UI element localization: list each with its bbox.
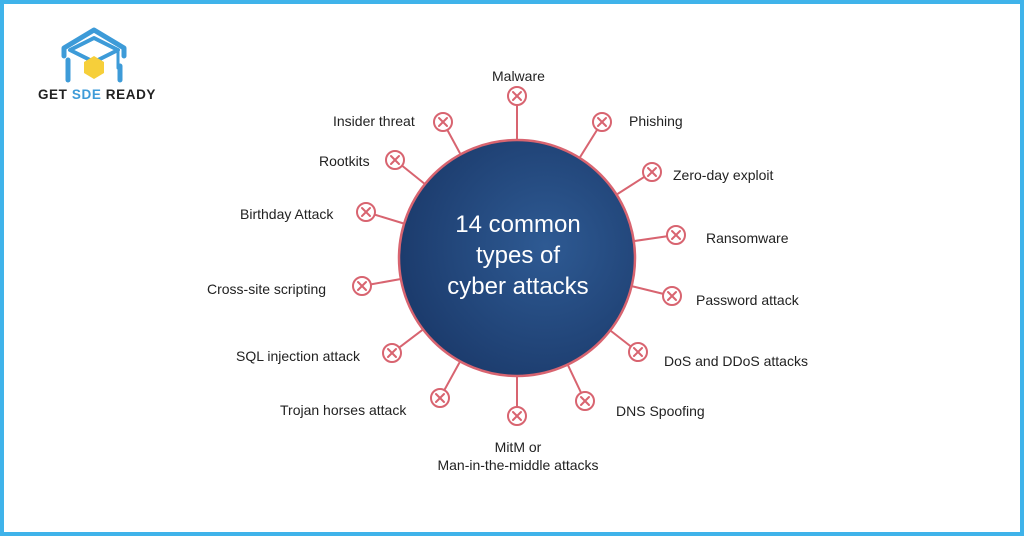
label-password-attack: Password attack <box>696 292 799 308</box>
label-cross-site-scripting: Cross-site scripting <box>207 281 327 297</box>
cross-circle-icon <box>592 112 612 132</box>
cross-circle-icon <box>575 391 595 411</box>
label-sql-injection-attack: SQL injection attack <box>236 348 360 364</box>
label-dos-ddos-attacks: DoS and DDoS attacks <box>664 353 808 369</box>
graduation-cap-house-icon <box>61 27 127 83</box>
nodes <box>352 86 686 426</box>
cross-circle-icon <box>666 225 686 245</box>
cross-circle-icon <box>433 112 453 132</box>
cross-circle-icon <box>356 202 376 222</box>
logo-text: GET SDE READY <box>32 87 162 102</box>
spoke <box>633 235 668 243</box>
cross-circle-icon <box>507 406 527 426</box>
cross-circle-icon <box>507 86 527 106</box>
spoke <box>578 129 599 159</box>
label-dns-spoofing: DNS Spoofing <box>616 403 705 419</box>
label-mitm-attacks: MitM or Man-in-the-middle attacks <box>437 439 599 473</box>
spoke <box>443 360 462 391</box>
spoke <box>398 328 424 349</box>
spoke <box>401 164 426 185</box>
label-phishing: Phishing <box>629 113 683 129</box>
label-malware: Malware <box>492 68 545 84</box>
spokes <box>370 105 668 407</box>
label-rootkits: Rootkits <box>319 153 370 169</box>
spoke <box>615 175 645 196</box>
spoke <box>566 364 583 394</box>
spoke <box>370 277 402 286</box>
spoke <box>609 329 632 348</box>
label-insider-threat: Insider threat <box>333 113 415 129</box>
hub-circle <box>397 138 637 378</box>
hub-title: 14 common types of cyber attacks <box>447 211 589 300</box>
logo-word-sde: SDE <box>71 87 102 102</box>
cross-circle-icon <box>352 276 372 296</box>
label-ransomware: Ransomware <box>706 230 789 246</box>
logo: GET SDE READY <box>32 26 162 106</box>
spoke <box>374 213 405 225</box>
label-zero-day-exploit: Zero-day exploit <box>673 167 774 183</box>
label-trojan-horses-attack: Trojan horses attack <box>280 402 407 418</box>
spoke <box>446 129 462 155</box>
cross-circle-icon <box>430 388 450 408</box>
attack-diagram: 14 common types of cyber attacks Malware… <box>4 4 1024 540</box>
cross-circle-icon <box>628 342 648 362</box>
cross-circle-icon <box>642 162 662 182</box>
cross-circle-icon <box>382 343 402 363</box>
logo-word-get: GET <box>37 87 72 102</box>
diagram-svg <box>352 86 686 426</box>
logo-word-ready: READY <box>101 87 157 102</box>
cross-circle-icon <box>662 286 682 306</box>
spoke <box>631 285 664 295</box>
cross-circle-icon <box>385 150 405 170</box>
label-birthday-attack: Birthday Attack <box>240 206 334 222</box>
